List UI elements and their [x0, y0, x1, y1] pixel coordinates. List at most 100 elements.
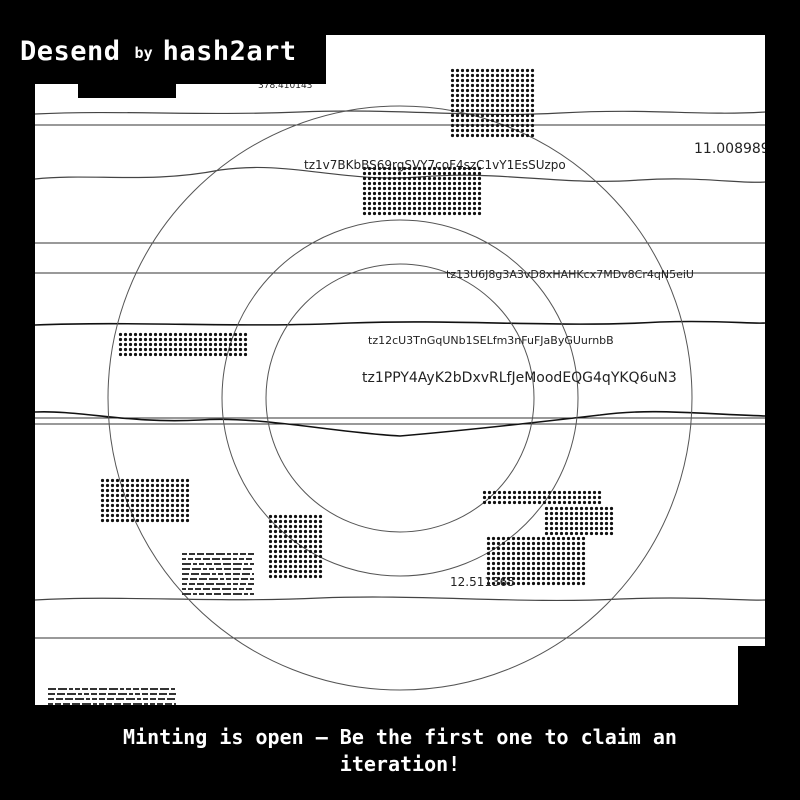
dot [526, 566, 531, 571]
dot [387, 181, 392, 186]
dot [268, 544, 273, 549]
dot [500, 113, 505, 118]
dot [536, 561, 541, 566]
dot [579, 526, 584, 531]
dot [546, 571, 551, 576]
dot [283, 514, 288, 519]
dot [505, 93, 510, 98]
dot [604, 526, 609, 531]
dot [571, 566, 576, 571]
dash [114, 703, 121, 705]
dot [475, 73, 480, 78]
dot [273, 544, 278, 549]
dot [188, 342, 193, 347]
dot [530, 123, 535, 128]
dot [288, 514, 293, 519]
dot [485, 73, 490, 78]
dot [150, 503, 155, 508]
dot [576, 546, 581, 551]
dot [526, 551, 531, 556]
dot [551, 541, 556, 546]
dot [213, 332, 218, 337]
dash [192, 568, 201, 570]
dot [505, 108, 510, 113]
dot [525, 123, 530, 128]
dot [367, 171, 372, 176]
dot [402, 186, 407, 191]
dot [303, 564, 308, 569]
dot [495, 68, 500, 73]
dot [362, 181, 367, 186]
dot [293, 519, 298, 524]
dot [372, 186, 377, 191]
dot [183, 347, 188, 352]
dot [238, 352, 243, 357]
dot [140, 498, 145, 503]
dot [318, 559, 323, 564]
dot [531, 551, 536, 556]
dot [556, 556, 561, 561]
dot [133, 347, 138, 352]
dot [495, 118, 500, 123]
dot [303, 569, 308, 574]
dot [589, 526, 594, 531]
dot [318, 544, 323, 549]
dot [452, 171, 457, 176]
dot [105, 513, 110, 518]
dot [303, 514, 308, 519]
dot [525, 113, 530, 118]
dot [233, 337, 238, 342]
dot [175, 518, 180, 523]
dot [470, 123, 475, 128]
dot [402, 211, 407, 216]
dot [387, 211, 392, 216]
dot [490, 73, 495, 78]
dot [480, 113, 485, 118]
dot [571, 576, 576, 581]
dot [536, 546, 541, 551]
dot [492, 495, 497, 500]
dot [228, 347, 233, 352]
dot [510, 93, 515, 98]
dot [163, 342, 168, 347]
dash [82, 703, 91, 705]
dash [75, 698, 84, 700]
dot [556, 551, 561, 556]
dot [402, 176, 407, 181]
dot [452, 176, 457, 181]
dot [100, 508, 105, 513]
dash [244, 563, 248, 565]
dot [422, 181, 427, 186]
dot [450, 128, 455, 133]
dot [268, 519, 273, 524]
dot [308, 539, 313, 544]
dot [412, 186, 417, 191]
dot [495, 133, 500, 138]
dot [485, 113, 490, 118]
dot [512, 500, 517, 505]
dot [531, 541, 536, 546]
dot [490, 118, 495, 123]
dot [185, 508, 190, 513]
dot [427, 191, 432, 196]
dot [491, 566, 496, 571]
dot [427, 211, 432, 216]
dot [566, 551, 571, 556]
dot [175, 483, 180, 488]
dot [571, 541, 576, 546]
dot [130, 508, 135, 513]
dot [372, 166, 377, 171]
dot [135, 503, 140, 508]
dot [566, 536, 571, 541]
dot [377, 181, 382, 186]
dot [208, 342, 213, 347]
dot [362, 166, 367, 171]
dot [377, 191, 382, 196]
dot [495, 123, 500, 128]
dot [238, 332, 243, 337]
dot [243, 352, 248, 357]
dot [470, 128, 475, 133]
dot [517, 500, 522, 505]
dash [171, 688, 175, 690]
dot [526, 561, 531, 566]
